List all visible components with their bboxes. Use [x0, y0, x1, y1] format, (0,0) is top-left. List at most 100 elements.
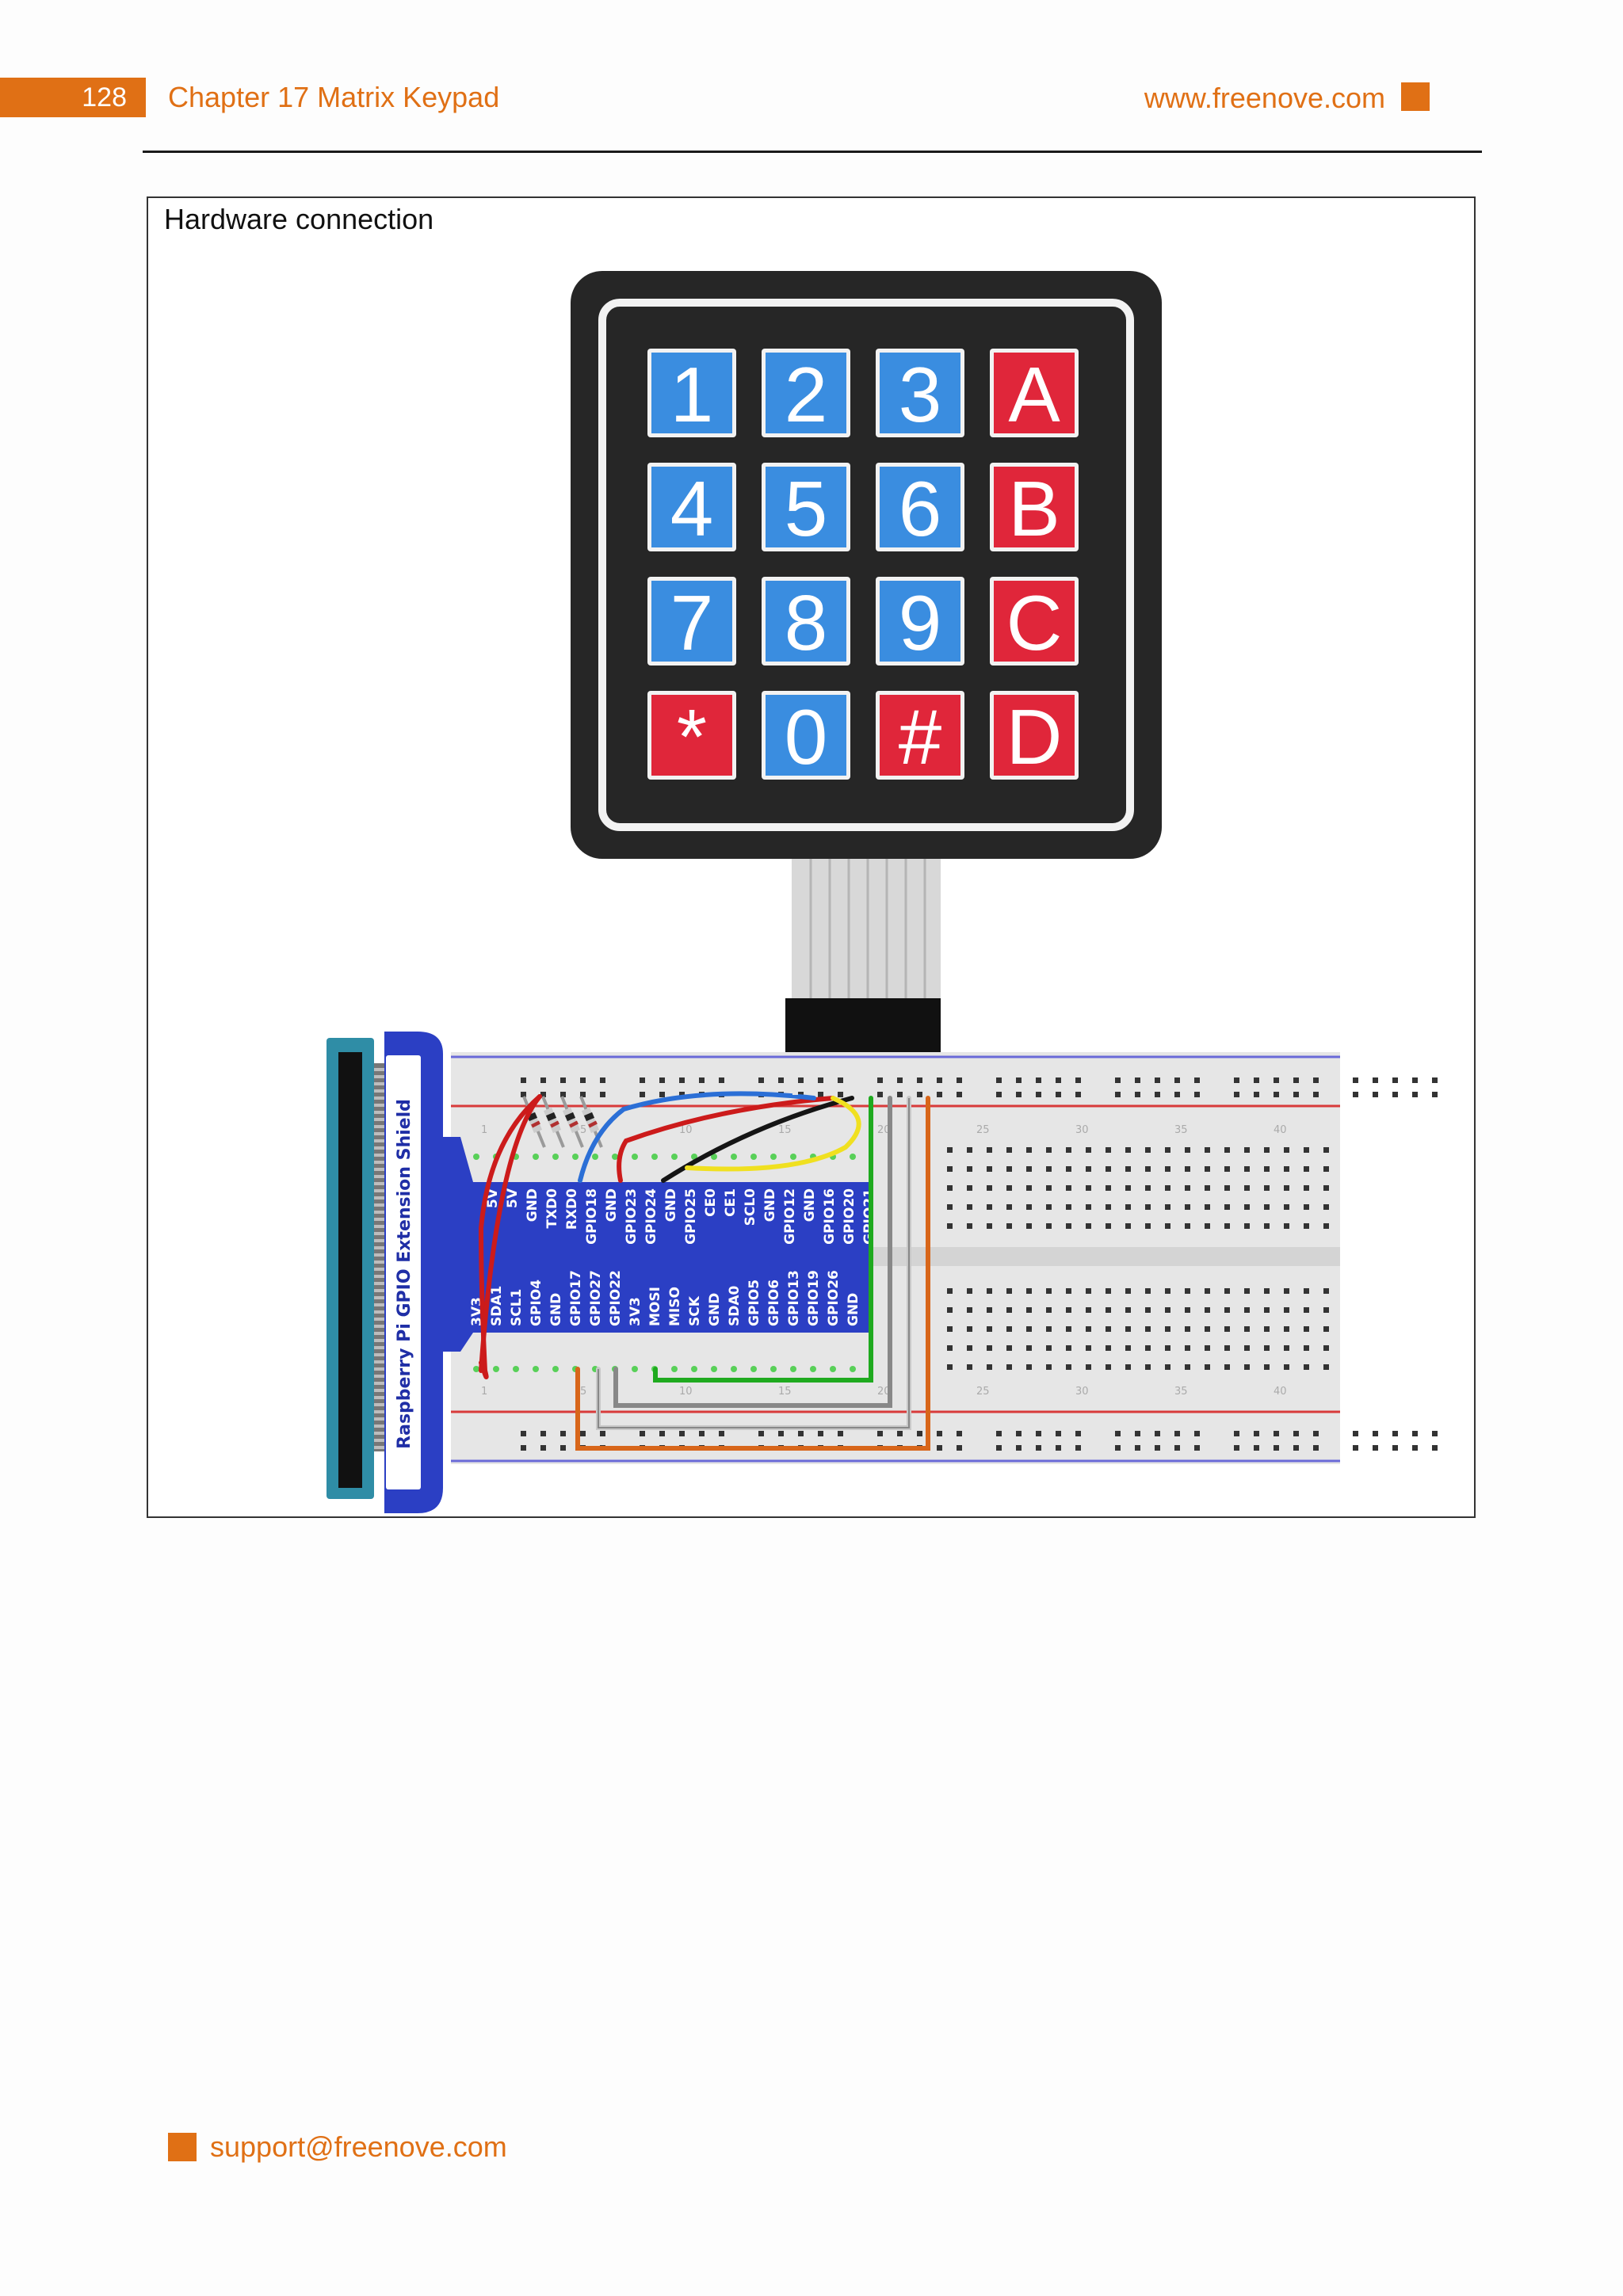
pin-label: RXD0 [564, 1188, 580, 1230]
column-number: 1 [481, 1124, 487, 1136]
pin-label: GND [604, 1188, 620, 1222]
pin-label: GPIO25 [683, 1188, 699, 1245]
key-label: B [1008, 465, 1060, 552]
key-label: C [1006, 579, 1063, 666]
support-email-link[interactable]: support@freenove.com [210, 2130, 507, 2163]
pin-label: SCK [687, 1295, 703, 1326]
keypad-key-3: 3 [876, 349, 964, 438]
keypad-key-C: C [990, 577, 1079, 666]
resistor [560, 1096, 584, 1148]
pin-label: SCL0 [743, 1188, 758, 1226]
website-square-icon [1401, 82, 1430, 111]
pin-label: SCL1 [509, 1289, 525, 1326]
pin-label: GND [663, 1188, 679, 1222]
pin-label: GPIO4 [529, 1280, 544, 1326]
pin-label: GPIO19 [806, 1270, 822, 1326]
pin-label: GND [802, 1188, 818, 1222]
column-number: 25 [976, 1124, 990, 1136]
column-number: 30 [1075, 1386, 1089, 1398]
key-label: 2 [785, 351, 828, 438]
keypad-frame [598, 299, 1134, 831]
pin-label: MOSI [647, 1287, 663, 1326]
pin-label: TXD0 [544, 1188, 560, 1229]
column-number: 5 [580, 1386, 586, 1398]
pin-label: GPIO13 [786, 1270, 802, 1326]
keypad-key-A: A [990, 349, 1079, 438]
column-number: 10 [679, 1386, 693, 1398]
key-label: # [899, 693, 942, 780]
key-label: A [1008, 351, 1060, 438]
resistor [541, 1096, 565, 1148]
column-number: 25 [976, 1386, 990, 1398]
keypad-key-*: * [647, 691, 736, 780]
keypad-key-2: 2 [762, 349, 850, 438]
figure-caption: Hardware connection [164, 203, 434, 235]
column-number: 15 [778, 1124, 792, 1136]
keypad-key-4: 4 [647, 463, 736, 552]
pin-label: GPIO6 [766, 1280, 782, 1326]
pin-label: 3V3 [628, 1297, 643, 1326]
pin-label: GPIO23 [624, 1188, 640, 1245]
key-label: 1 [670, 351, 714, 438]
keypad-key-6: 6 [876, 463, 964, 552]
key-label: 9 [899, 579, 942, 666]
pin-label: GPIO5 [747, 1280, 762, 1326]
pin-label: 5V [485, 1188, 501, 1208]
keypad-key-7: 7 [647, 577, 736, 666]
pin-label: GND [525, 1188, 540, 1222]
column-number: 35 [1174, 1386, 1188, 1398]
pin-label: GPIO26 [826, 1270, 842, 1326]
column-number: 40 [1274, 1124, 1287, 1136]
pin-label: GPIO20 [842, 1188, 857, 1245]
pin-label: GPIO16 [822, 1188, 838, 1245]
ribbon-cable [792, 859, 941, 1001]
pin-label: GPIO22 [608, 1270, 624, 1326]
pin-label: GND [548, 1293, 564, 1326]
key-label: 0 [785, 693, 828, 780]
pin-label: GPIO17 [568, 1270, 584, 1326]
header-divider [143, 151, 1482, 153]
pin-label: SDA1 [489, 1286, 505, 1326]
wire-outlines [598, 1098, 910, 1428]
key-label: D [1006, 693, 1063, 780]
key-label: 7 [670, 579, 714, 666]
column-number: 1 [481, 1386, 487, 1398]
column-number: 10 [679, 1124, 693, 1136]
breadboard-holes [521, 1077, 1438, 1451]
key-label: 5 [785, 465, 828, 552]
pin-label: CE1 [723, 1188, 739, 1217]
keypad-key-#: # [876, 691, 964, 780]
pin-label: MISO [667, 1287, 683, 1326]
connector-pins [792, 1081, 931, 1095]
key-label: 3 [899, 351, 942, 438]
website-link[interactable]: www.freenove.com [1144, 82, 1385, 114]
keypad-key-D: D [990, 691, 1079, 780]
resistors [522, 1096, 603, 1148]
column-number: 40 [1274, 1386, 1287, 1398]
key-label: * [677, 693, 707, 780]
pin-label: CE0 [703, 1188, 719, 1217]
key-label: 8 [785, 579, 828, 666]
keypad-key-5: 5 [762, 463, 850, 552]
column-number: 30 [1075, 1124, 1089, 1136]
pin-label: GPIO27 [588, 1270, 604, 1326]
page-number: 128 [0, 78, 146, 117]
pin-label: GND [707, 1293, 723, 1326]
keypad-key-9: 9 [876, 577, 964, 666]
keypad-key-0: 0 [762, 691, 850, 780]
pin-label: GPIO18 [584, 1188, 600, 1245]
chapter-title: Chapter 17 Matrix Keypad [168, 81, 500, 113]
column-number: 20 [877, 1124, 891, 1136]
pin-label: 5V [505, 1188, 521, 1208]
pin-label: GPIO12 [782, 1188, 798, 1245]
column-number: 35 [1174, 1124, 1188, 1136]
column-number: 20 [877, 1386, 891, 1398]
gpio-extension-shield [384, 1032, 871, 1513]
column-number: 15 [778, 1386, 792, 1398]
key-label: 4 [670, 465, 714, 552]
shield-label: Raspberry Pi GPIO Extension Shield [395, 1099, 414, 1449]
